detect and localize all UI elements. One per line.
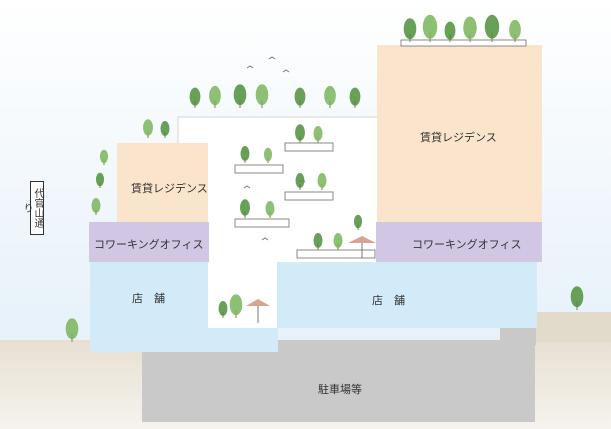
tree-canopy bbox=[324, 85, 336, 106]
tree-canopy bbox=[160, 121, 170, 136]
tree-canopy bbox=[240, 199, 250, 216]
residence-left-label: 賃貸レジデンス bbox=[131, 182, 208, 195]
shop-left-label: 店 舗 bbox=[132, 292, 165, 305]
tree-canopy bbox=[294, 87, 306, 106]
tree-canopy bbox=[295, 173, 305, 188]
tree-canopy bbox=[240, 146, 250, 161]
tree-canopy bbox=[229, 294, 243, 316]
residence-right-block bbox=[377, 45, 542, 223]
tree-canopy bbox=[295, 124, 305, 141]
coworking-right-label: コワーキングオフィス bbox=[412, 238, 522, 251]
planters bbox=[234, 39, 527, 259]
shop-left-block bbox=[90, 262, 208, 352]
tree-canopy bbox=[353, 214, 363, 229]
parking-area bbox=[142, 340, 535, 422]
tree-canopy bbox=[65, 318, 79, 340]
tree-canopy bbox=[484, 14, 500, 39]
tree-canopy bbox=[209, 85, 221, 106]
coworking-left-label: コワーキングオフィス bbox=[94, 238, 204, 251]
tree-canopy bbox=[99, 149, 109, 164]
tree-canopy bbox=[463, 16, 477, 39]
tree-canopy bbox=[313, 126, 323, 141]
parasols bbox=[246, 236, 376, 323]
central-lower bbox=[208, 262, 278, 328]
tree-canopy bbox=[509, 19, 521, 40]
tree-canopy bbox=[349, 87, 361, 106]
ground-right-step bbox=[533, 312, 611, 342]
trees bbox=[65, 14, 584, 342]
tree-canopy bbox=[570, 286, 584, 308]
birds bbox=[243, 56, 306, 241]
shop-right-lower bbox=[208, 328, 278, 352]
coworking-right-block bbox=[376, 222, 542, 262]
residence-right-label: 賃貸レジデンス bbox=[420, 131, 497, 144]
tree-canopy bbox=[444, 21, 456, 40]
parking-label: 駐車場等 bbox=[318, 383, 362, 396]
tree-canopy bbox=[403, 18, 417, 40]
residence-left-block bbox=[117, 143, 208, 225]
tree-canopy bbox=[422, 14, 438, 39]
tree-canopy bbox=[218, 301, 228, 316]
tree-canopy bbox=[317, 173, 327, 188]
coworking-left-block bbox=[89, 222, 209, 262]
tree-canopy bbox=[263, 147, 273, 162]
tree-canopy bbox=[95, 172, 105, 187]
road-label: 代官山通り bbox=[21, 181, 44, 235]
parking-area-right bbox=[500, 325, 536, 345]
tree-canopy bbox=[265, 201, 275, 216]
tree-canopy bbox=[255, 84, 269, 106]
shop-right-label: 店 舗 bbox=[372, 294, 405, 307]
tree-canopy bbox=[313, 233, 323, 248]
tree-canopy bbox=[189, 87, 201, 106]
tree-canopy bbox=[233, 84, 247, 106]
tree-canopy bbox=[143, 119, 153, 136]
tree-canopy bbox=[91, 198, 101, 213]
tree-canopy bbox=[333, 233, 343, 248]
shop-right-block bbox=[277, 262, 537, 328]
